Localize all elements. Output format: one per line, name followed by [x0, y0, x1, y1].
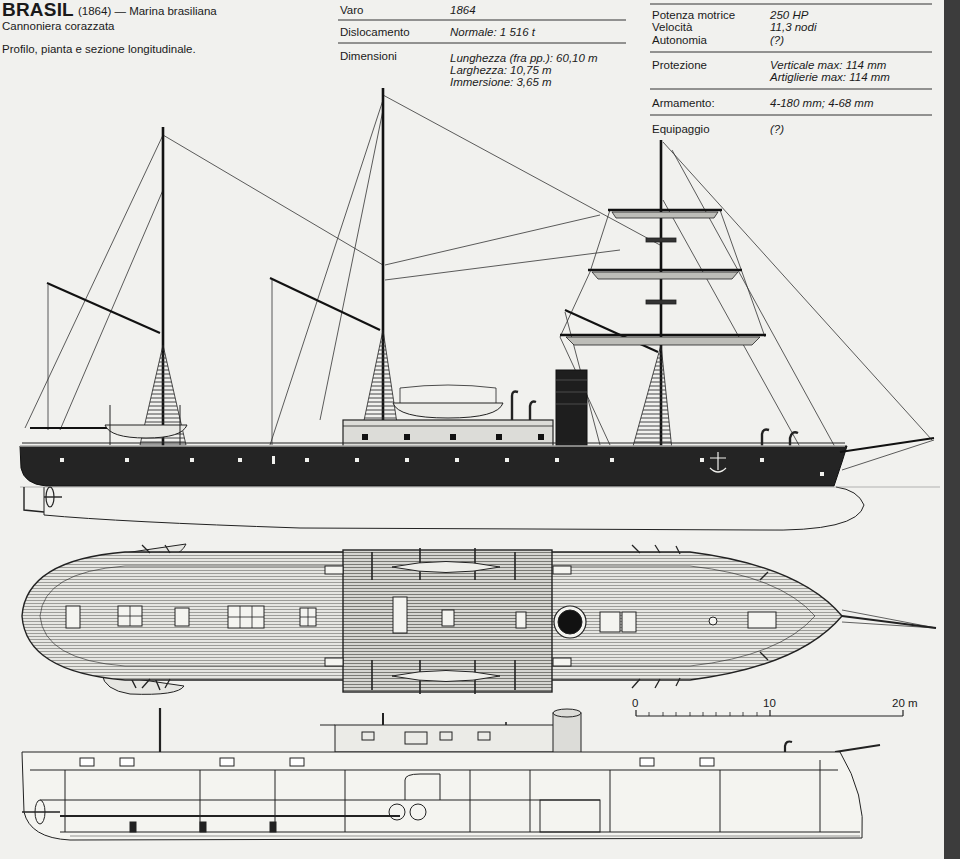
scale-bar [636, 710, 903, 716]
table-value: 4-180 mm; 4-68 mm [770, 97, 874, 110]
section-view [22, 708, 880, 840]
profile-view [20, 88, 940, 530]
table-key: Dimensioni [340, 50, 397, 63]
table-value: 11,3 nodi [770, 21, 816, 34]
table-key: Armamento: [652, 97, 715, 110]
table-key: Potenza motrice [652, 9, 735, 22]
table-key: Velocità [652, 21, 692, 34]
table-value: Lunghezza (fra pp.): 60,10 m [450, 52, 598, 65]
subtitle: (1864) — Marina brasiliana [78, 5, 217, 18]
page-edge [944, 0, 960, 859]
table-key: Equipaggio [652, 123, 710, 136]
table-value: 1864 [450, 4, 476, 17]
table-value: Verticale max: 114 mm [770, 59, 886, 72]
table-rules [338, 4, 932, 115]
plan-view [22, 544, 936, 694]
scale-number: 0 [632, 697, 638, 710]
ship-type: Cannoniera corazzata [2, 20, 115, 33]
table-value: 250 HP [770, 9, 808, 22]
scale-number: 20 m [892, 697, 918, 710]
table-value: Larghezza: 10,75 m [450, 64, 552, 77]
table-key: Autonomia [652, 34, 707, 47]
table-value: Immersione: 3,65 m [450, 76, 552, 89]
table-value: Artiglierie max: 114 mm [770, 71, 890, 84]
ship-title: BRASIL [2, 0, 74, 20]
table-value: (?) [770, 123, 784, 136]
table-key: Dislocamento [340, 26, 410, 39]
table-key: Protezione [652, 59, 707, 72]
scale-number: 10 [763, 697, 776, 710]
table-key: Varo [340, 4, 363, 17]
table-value: (?) [770, 34, 784, 47]
view-note: Profilo, pianta e sezione longitudinale. [2, 43, 196, 56]
table-value: Normale: 1 516 t [450, 26, 535, 39]
